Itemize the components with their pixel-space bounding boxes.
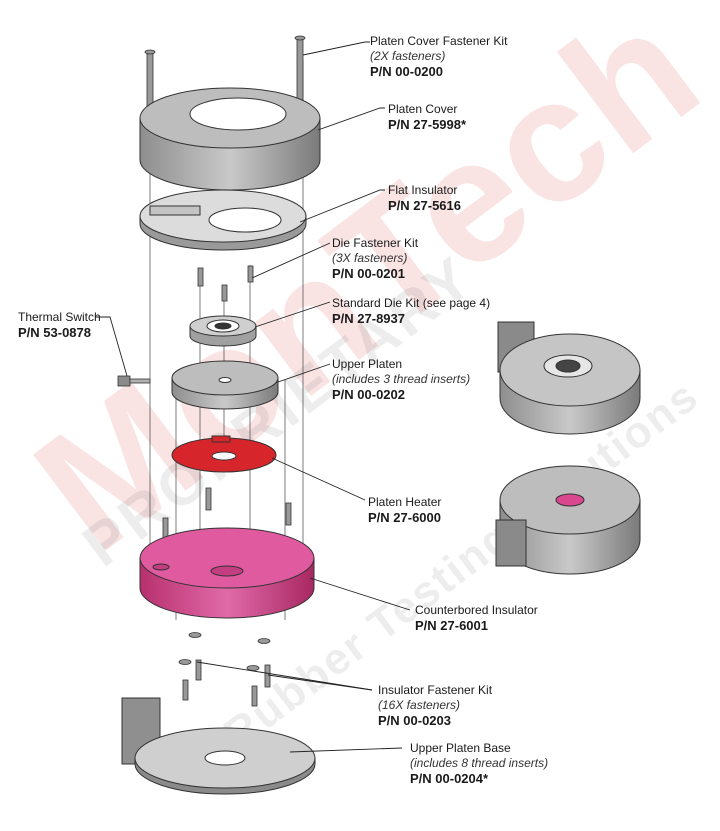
callout-note: (2X fasteners) <box>370 49 446 63</box>
thermal-switch-part <box>117 375 151 387</box>
callout-note: (16X fasteners) <box>378 698 461 712</box>
callout-part-number: P/N 53-0878 <box>18 325 91 340</box>
callout-name: Flat Insulator <box>388 183 458 197</box>
callout-note: (includes 3 thread inserts) <box>332 372 471 386</box>
callout-upper-platen: Upper Platen (includes 3 thread inserts)… <box>332 357 470 402</box>
die-fasteners <box>197 265 254 302</box>
flat-insulator-part <box>139 189 307 251</box>
callout-counterbored-insulator: Counterbored Insulator P/N 27-6001 <box>415 603 538 633</box>
callout-name: Insulator Fastener Kit <box>378 683 493 697</box>
callout-part-number: P/N 00-0204* <box>410 771 489 786</box>
callout-part-number: P/N 27-6000 <box>368 510 441 525</box>
callout-name: Counterbored Insulator <box>415 603 538 617</box>
callout-part-number: P/N 00-0202 <box>332 387 405 402</box>
callout-platen-heater: Platen Heater P/N 27-6000 <box>368 495 441 525</box>
platen-cover-part <box>139 87 321 191</box>
callout-name: Platen Heater <box>368 495 442 509</box>
callout-part-number: P/N 27-6001 <box>415 618 488 633</box>
callout-part-number: P/N 00-0201 <box>332 266 405 281</box>
assembled-view-top <box>497 321 641 435</box>
platen-heater-part <box>171 435 277 473</box>
callout-name: Thermal Switch <box>18 310 101 324</box>
standard-die-part <box>189 315 257 347</box>
callout-part-number: P/N 27-8937 <box>332 311 405 326</box>
leader-lines <box>95 41 411 753</box>
upper-platen-base-part <box>121 697 316 795</box>
callout-name: Standard Die Kit (see page 4) <box>332 296 491 310</box>
callout-upper-platen-base: Upper Platen Base (includes 8 thread ins… <box>410 741 548 786</box>
callout-flat-insulator: Flat Insulator P/N 27-5616 <box>388 183 461 213</box>
assembled-view-bottom <box>495 465 641 575</box>
upper-platen-part <box>171 360 279 410</box>
counterbored-insulator-part <box>139 527 315 619</box>
callout-name: Upper Platen Base <box>410 741 511 755</box>
callout-name: Upper Platen <box>332 357 403 371</box>
callout-insulator-fastener-kit: Insulator Fastener Kit (16X fasteners) P… <box>378 683 492 728</box>
callout-note: (includes 8 thread inserts) <box>410 756 549 770</box>
callout-part-number: P/N 27-5998* <box>388 117 467 132</box>
callout-standard-die-kit: Standard Die Kit (see page 4) P/N 27-893… <box>332 296 490 326</box>
callout-name: Platen Cover <box>388 102 458 116</box>
callout-name: Die Fastener Kit <box>332 236 419 250</box>
callout-name: Platen Cover Fastener Kit <box>370 34 508 48</box>
callout-part-number: P/N 00-0203 <box>378 713 451 728</box>
callout-thermal-switch: Thermal Switch P/N 53-0878 <box>18 310 101 340</box>
callout-platen-cover-fastener-kit: Platen Cover Fastener Kit (2X fasteners)… <box>370 34 507 79</box>
callout-part-number: P/N 00-0200 <box>370 64 443 79</box>
insulator-fasteners-lower <box>178 632 271 707</box>
callout-part-number: P/N 27-5616 <box>388 198 461 213</box>
callout-note: (3X fasteners) <box>332 251 408 265</box>
callout-die-fastener-kit: Die Fastener Kit (3X fasteners) P/N 00-0… <box>332 236 418 281</box>
callout-platen-cover: Platen Cover P/N 27-5998* <box>388 102 466 132</box>
